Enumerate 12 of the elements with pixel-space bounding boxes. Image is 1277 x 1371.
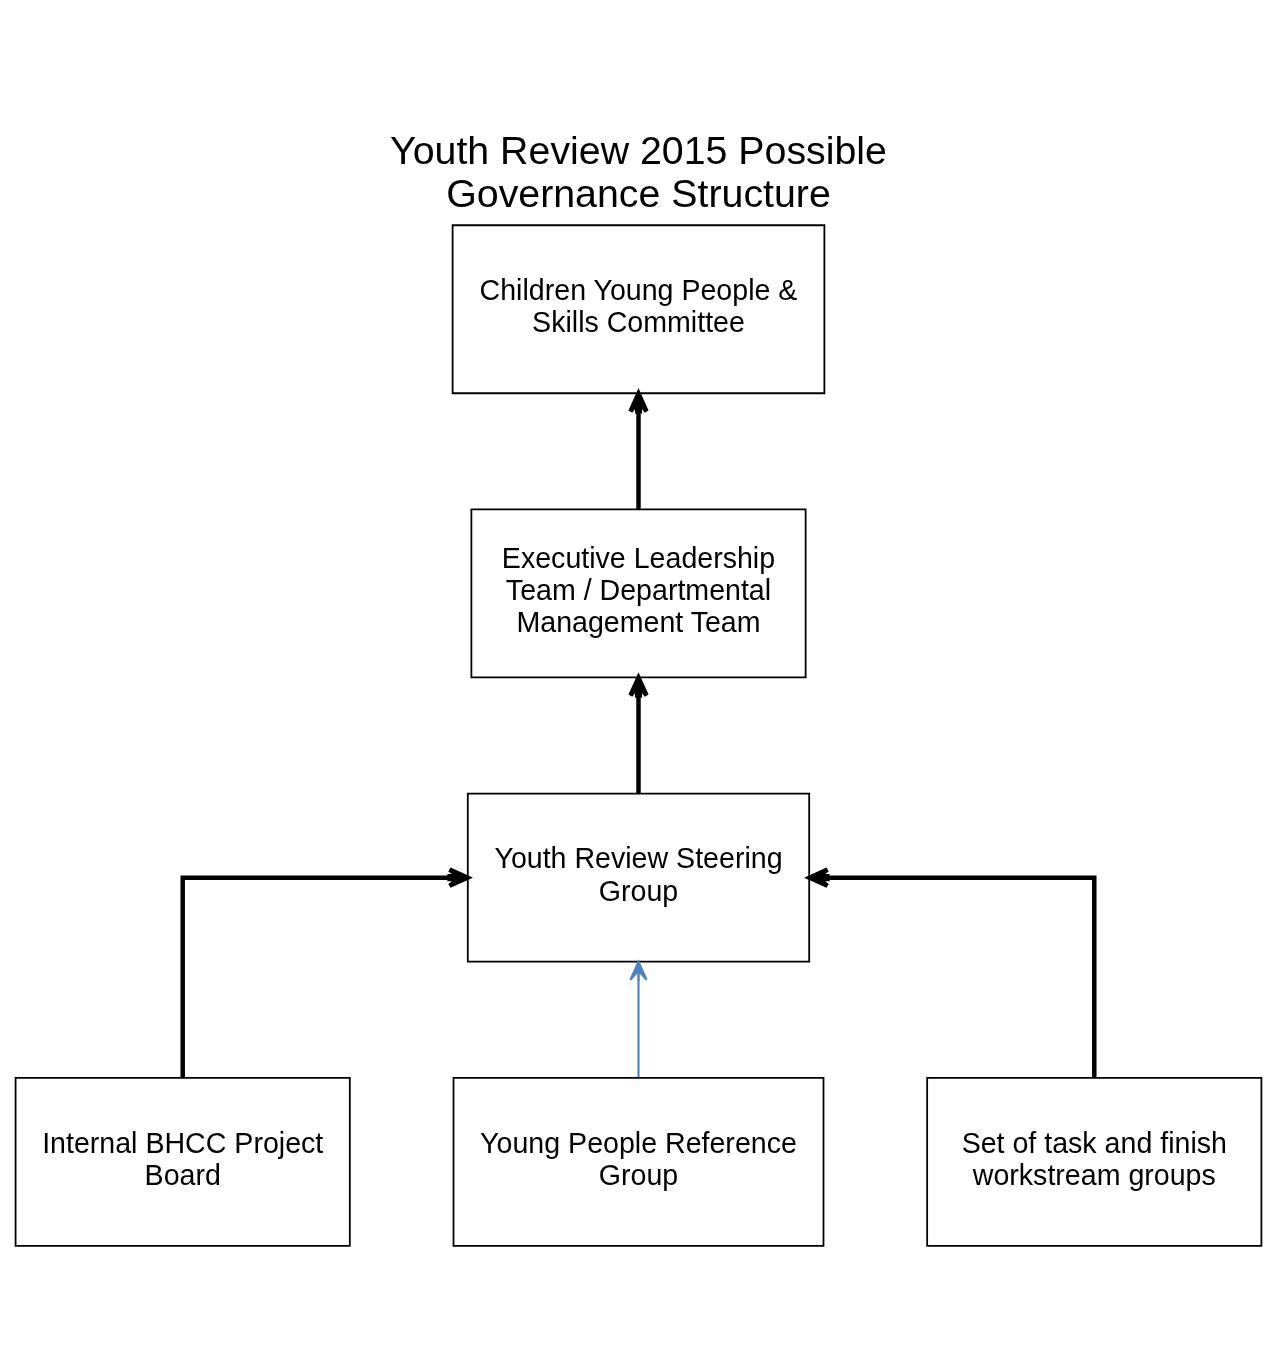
node-box: Internal BHCC Project Board bbox=[14, 1076, 351, 1247]
diagram-title: Youth Review 2015 Possible Governance Structure bbox=[390, 127, 887, 215]
node-box: Executive Leadership Team / Departmental Management Team bbox=[470, 508, 807, 679]
node-box: Youth Review Steering Group bbox=[466, 792, 811, 963]
arrow bbox=[628, 391, 649, 509]
arrow bbox=[628, 675, 649, 794]
node-box: Set of task and finish workstream groups bbox=[926, 1076, 1263, 1247]
arrow bbox=[180, 867, 470, 1078]
arrow bbox=[807, 867, 1097, 1078]
node-box: Young People Reference Group bbox=[452, 1076, 825, 1247]
node-box: Children Young People & Skills Committee bbox=[451, 224, 826, 395]
arrow bbox=[629, 960, 648, 1078]
